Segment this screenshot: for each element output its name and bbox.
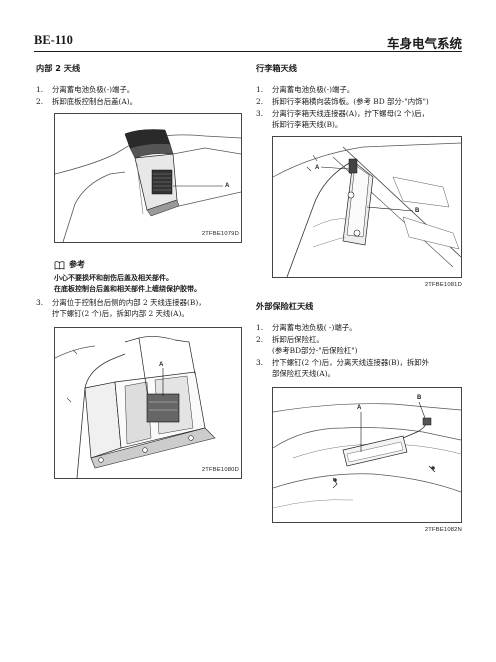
steps-internal-antenna-2: 1. 分离蓄电池负极(-)端子。 2. 拆卸底板控制台后盖(A)。 [36, 84, 242, 107]
step-item: 2. 拆卸底板控制台后盖(A)。 [36, 96, 242, 107]
figure-code-row: 2TFBE1082N [256, 523, 462, 535]
step-item: 1. 分离蓄电池负极(-)端子。 [36, 84, 242, 95]
trunk-antenna-illustration [273, 142, 461, 277]
step-number: 2. [256, 97, 264, 106]
figure-trunk-antenna: A B [272, 136, 462, 278]
figure-bumper-antenna: A B [272, 387, 462, 523]
step-text: 分离蓄电池负极(-)端子。 [272, 85, 355, 94]
step-text-cont: 拆卸行李箱天线(B)。 [272, 120, 343, 129]
label-a: A [315, 165, 320, 171]
step-text: 拧下螺钉(2 个)后，分离天线连接器(B)，拆卸外 [272, 358, 430, 367]
step-item: 2. 拆卸后保险杠。 (参考BD部分-"后保险杠") [256, 334, 466, 356]
internal-antenna-illustration [55, 336, 216, 478]
step-text-cont: 拧下螺钉(2 个)后，拆卸内部 2 天线(A)。 [52, 309, 189, 318]
console-illustration [55, 129, 241, 242]
step-number: 1. [36, 85, 44, 94]
label-a: A [357, 405, 362, 411]
step-item: 1. 分离蓄电池负极( -)端子。 [256, 322, 466, 333]
step-text-cont: 部保险杠天线(A)。 [272, 369, 335, 378]
label-b: B [417, 395, 422, 401]
step-number: 3. [256, 109, 264, 118]
step-number: 1. [256, 323, 264, 332]
note-title-text: 参考 [69, 260, 85, 269]
figure-code-row: 2TFBE1081D [256, 278, 462, 290]
right-column: 行李箱天线 1. 分离蓄电池负极(-)端子。 2. 拆卸行李箱横向装饰板。(参考 B… [256, 62, 466, 535]
step-item: 2. 拆卸行李箱横向装饰板。(参考 BD 部分-"内饰") [256, 96, 466, 107]
figure-code: 2TFBE1080D [201, 467, 239, 473]
section-title-bumper-antenna: 外部保险杠天线 [256, 301, 314, 311]
step-number: 3. [36, 298, 44, 307]
step-text: 分离位于控制台后侧的内部 2 天线连接器(B)， [52, 298, 206, 307]
step-text: 拆卸行李箱横向装饰板。(参考 BD 部分-"内饰") [272, 97, 429, 106]
step-number: 2. [256, 335, 264, 344]
section-title-internal-antenna-2: 内部 2 天线 [36, 63, 81, 73]
figure-console-rear-cover: A 2TFBE1079D [54, 113, 242, 243]
left-column: 内部 2 天线 1.分离蓄电池负极(-)端子。 2.拆卸底板控制台后盖(A)。 … [36, 62, 242, 479]
section-title-trunk-antenna: 行李箱天线 [256, 63, 297, 73]
step-number: 1. [256, 85, 264, 94]
step-number: 3. [256, 358, 264, 367]
note-block: 参考 小心不要损坏和剖伤后盖及相关部件。 在底板控制台后盖和相关部件上缠绕保护胶… [36, 259, 242, 295]
step-text-cont: (参考BD部分-"后保险杠") [272, 346, 358, 355]
step-text: 拆卸底板控制台后盖(A)。 [52, 97, 138, 106]
bumper-antenna-illustration [273, 401, 461, 509]
step-text: 拆卸后保险杠。 [272, 335, 324, 344]
label-a: A [225, 183, 230, 189]
steps-trunk-antenna: 1. 分离蓄电池负极(-)端子。 2. 拆卸行李箱横向装饰板。(参考 BD 部分-"… [256, 84, 466, 130]
label-a: A [159, 362, 164, 368]
page-code: BE-110 [34, 33, 73, 47]
note-line-1: 小心不要损坏和剖伤后盖及相关部件。 [54, 274, 173, 282]
step-text: 分离蓄电池负极(-)端子。 [52, 85, 135, 94]
step-text: 分离蓄电池负极( -)端子。 [272, 323, 357, 332]
note-title: 参考 [54, 259, 242, 270]
page-title: 车身电气系统 [386, 36, 462, 51]
step-item: 3. 分离行李箱天线连接器(A)，拧下螺母(2 个)后， 拆卸行李箱天线(B)。 [256, 108, 466, 130]
figure-code: 2TFBE1079D [201, 231, 239, 237]
label-b: B [415, 208, 420, 214]
steps-bumper-antenna: 1. 分离蓄电池负极( -)端子。 2. 拆卸后保险杠。 (参考BD部分-"后保险… [256, 322, 466, 379]
step-item: 3. 分离位于控制台后侧的内部 2 天线连接器(B)， 拧下螺钉(2 个)后，拆… [36, 297, 242, 319]
step-text: 分离行李箱天线连接器(A)，拧下螺母(2 个)后， [272, 109, 429, 118]
book-icon [54, 260, 65, 270]
figure-internal-antenna: A 2TFBE1080D [54, 327, 242, 479]
note-line-2: 在底板控制台后盖和相关部件上缠绕保护胶带。 [54, 285, 201, 293]
figure-code: 2TFBE1082N [424, 527, 462, 533]
steps-internal-antenna-2-cont: 3. 分离位于控制台后侧的内部 2 天线连接器(B)， 拧下螺钉(2 个)后，拆… [36, 297, 242, 319]
step-number: 2. [36, 97, 44, 106]
header-rule [34, 51, 462, 52]
step-item: 3. 拧下螺钉(2 个)后，分离天线连接器(B)，拆卸外 部保险杠天线(A)。 [256, 357, 466, 379]
figure-code: 2TFBE1081D [424, 282, 462, 288]
page-header: BE-110 车身电气系统 [34, 33, 462, 53]
step-item: 1. 分离蓄电池负极(-)端子。 [256, 84, 466, 95]
